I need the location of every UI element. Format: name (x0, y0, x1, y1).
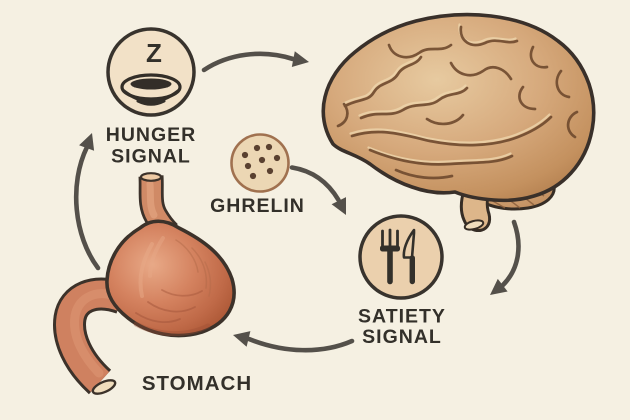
stomach-label: STOMACH (142, 372, 252, 395)
hunger-signal-node: Z HUNGER SIGNAL (106, 27, 197, 168)
ghrelin-label: GHRELIN (210, 195, 305, 217)
duodenum (53, 277, 128, 395)
arrow-hunger-to-brain (201, 51, 309, 73)
stomach-texture (133, 236, 212, 337)
hunger-signal-label-line2: SIGNAL (111, 146, 191, 168)
hormone-dots-icon (241, 143, 281, 180)
cerebrum-outline (321, 12, 596, 203)
satiety-circle (358, 214, 444, 300)
ghrelin-circle (230, 133, 290, 193)
brain-illustration (321, 12, 596, 232)
arrow-satiety-to-stomach (233, 331, 355, 353)
cycle-arrows (73, 51, 521, 353)
satiety-signal-node: SATIETY SIGNAL (358, 214, 446, 348)
hunger-signal-label-line1: HUNGER (106, 124, 197, 146)
ghrelin-node: GHRELIN (210, 133, 305, 217)
satiety-signal-label-line2: SIGNAL (362, 326, 442, 348)
stomach-illustration (53, 172, 236, 395)
gyri-creases (336, 25, 579, 180)
sleepy-empty-bowl-icon: Z (120, 38, 182, 106)
arrow-stomach-to-hunger (73, 133, 101, 271)
fork-knife-icon (380, 228, 416, 285)
arrow-ghrelin-to-satiety (289, 165, 346, 215)
arrow-brain-to-satiety (490, 219, 521, 295)
sleep-z-glyph: Z (146, 38, 162, 68)
stomach-body (105, 219, 236, 338)
satiety-signal-label-line1: SATIETY (358, 306, 446, 328)
gyri-highlights (342, 23, 551, 163)
